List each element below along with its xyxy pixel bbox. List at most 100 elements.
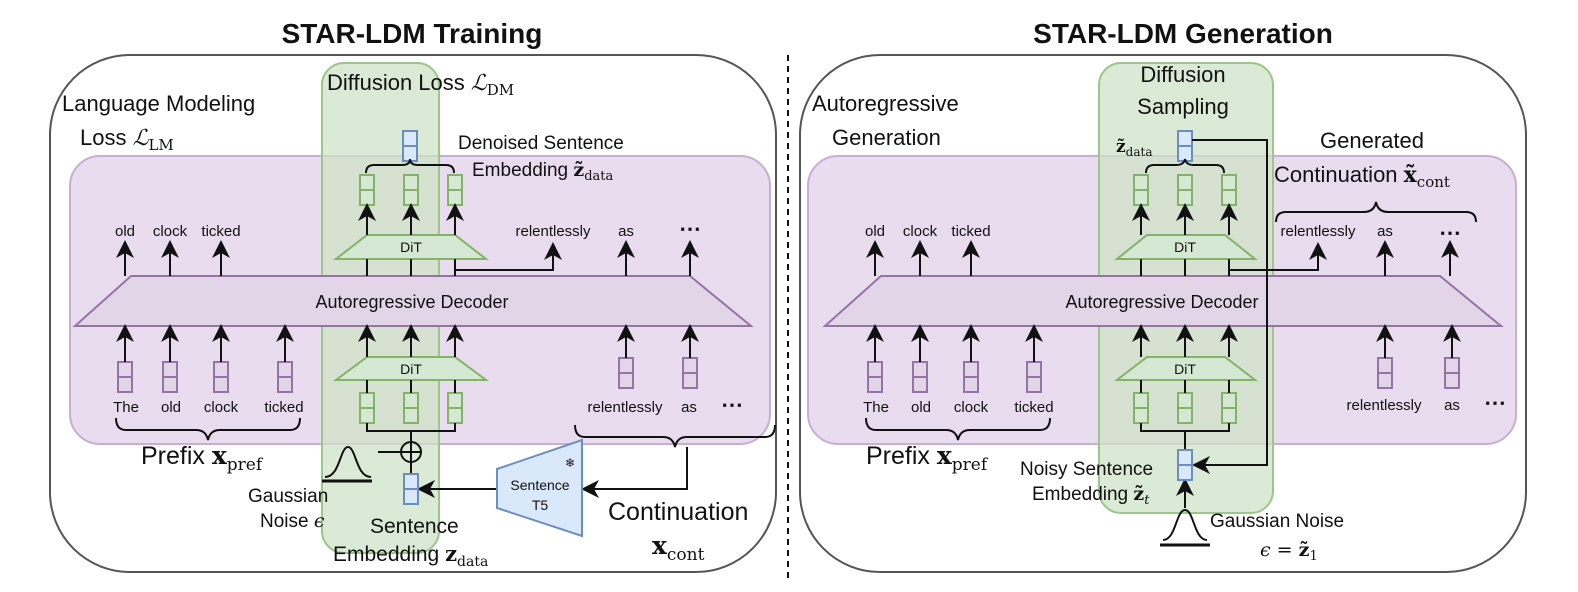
input-token: old [161, 399, 181, 416]
gen-decoder-label: Autoregressive Decoder [1065, 292, 1258, 312]
gen-input-token: The [863, 399, 889, 416]
gen-gaussian-eq: ϵ = z̃1 [1260, 539, 1318, 564]
sentence-t5-encoder [496, 438, 583, 538]
gen-input-token: relentlessly [1346, 397, 1422, 414]
green-latent-box [1221, 392, 1237, 424]
lm-loss-line1: Language Modeling [62, 91, 255, 116]
gen-input-token-ellipsis: ⋯ [1484, 390, 1506, 415]
dit-lower-label: DiT [400, 361, 422, 377]
token-embedding-box [1444, 357, 1460, 389]
sentence-embedding-line1: Sentence [370, 515, 459, 538]
input-token: as [681, 399, 697, 416]
dit-to-token-arrow [455, 242, 562, 271]
generation-connectors [866, 139, 1461, 508]
input-token-ellipsis: ⋯ [721, 392, 743, 417]
gen-dit-upper-label: DiT [1174, 239, 1196, 255]
generation-outer-frame [799, 54, 1527, 573]
zdata-label: z̃data [1116, 137, 1152, 159]
denoised-line2: Embedding z̃data [472, 159, 613, 184]
sampling-line1: Diffusion [1140, 62, 1225, 87]
gen-autoregressive-decoder [822, 275, 1504, 327]
gen-input-token: as [1444, 397, 1460, 414]
diffusion-loss-label: Diffusion Loss ℒDM [327, 70, 514, 99]
token-embedding-box [1377, 357, 1393, 389]
output-token: clock [153, 223, 188, 240]
continuation-brace [574, 424, 776, 448]
encoder-label-line1: Sentence [510, 477, 569, 493]
output-token: old [115, 223, 135, 240]
ar-label-line2: Generation [832, 125, 941, 150]
gen-dit-lower [1114, 356, 1258, 381]
green-latent-box [1177, 392, 1193, 424]
green-latent-box [447, 392, 463, 424]
gen-dit-upper [1114, 234, 1258, 260]
sentence-embedding-line2: Embedding zdata [333, 541, 488, 570]
gaussian-label-line2: Noise ϵ [260, 510, 325, 532]
gen-output-token: as [1377, 223, 1393, 240]
autoregressive-decoder [72, 275, 754, 327]
training-title: STAR-LDM Training [282, 18, 543, 49]
green-latent-box [1177, 174, 1193, 206]
generated-line1: Generated [1320, 128, 1424, 153]
training-outer-frame [49, 54, 777, 573]
generation-panel: STAR-LDM Generation Diffusion Sampling A… [799, 18, 1527, 573]
generated-brace [1275, 201, 1477, 223]
denoised-line1: Denoised Sentence [458, 133, 624, 154]
gen-output-brace [1145, 158, 1225, 174]
token-embedding-box [963, 361, 979, 393]
gaussian-label-line1: Gaussian [248, 486, 328, 507]
output-token-ellipsis: ⋯ [679, 216, 701, 241]
dit-to-token-arrow [1229, 242, 1327, 271]
green-latent-box [403, 174, 419, 206]
lm-loss-line2: Loss ℒLM [80, 125, 174, 154]
continuation-label: Continuation [608, 498, 748, 526]
dit-upper-label: DiT [400, 239, 422, 255]
continuation-symbol: xcont [652, 531, 705, 565]
gen-prefix-label: Prefix xpref [866, 441, 989, 475]
dit-lower [332, 356, 490, 381]
denoised-embedding-box [402, 130, 418, 162]
decoder-label: Autoregressive Decoder [315, 292, 508, 312]
training-panel: STAR-LDM Training Diffusion Loss ℒDM Lan… [49, 18, 777, 573]
green-latent-box [1133, 174, 1149, 206]
gen-gaussian-noise-icon [1162, 508, 1208, 541]
prefix-brace [115, 417, 301, 441]
output-token: as [618, 223, 634, 240]
token-embedding-box [277, 361, 293, 393]
ar-label-line1: Autoregressive [812, 91, 959, 116]
output-token: ticked [201, 223, 240, 240]
green-latent-box [403, 392, 419, 424]
continuation-to-encoder-arrow [581, 447, 688, 498]
token-embedding-box [213, 361, 229, 393]
token-embedding-box [1026, 361, 1042, 393]
input-token: clock [204, 399, 239, 416]
generated-line2: Continuation x̃cont [1274, 162, 1450, 191]
noisy-line2: Embedding z̃t [1032, 483, 1150, 508]
gen-output-token: ticked [951, 223, 990, 240]
green-latent-box [1221, 174, 1237, 206]
encoder-label-line2: T5 [532, 497, 549, 513]
gen-input-token: ticked [1014, 399, 1053, 416]
output-brace [365, 158, 455, 174]
input-token: relentlessly [587, 399, 663, 416]
token-embedding-box [117, 361, 133, 393]
token-embedding-box [912, 361, 928, 393]
prefix-label: Prefix xpref [141, 441, 264, 475]
input-token: ticked [264, 399, 303, 416]
green-latent-box [1133, 392, 1149, 424]
sampling-loop-arrow [1192, 139, 1268, 474]
sampling-line2: Sampling [1137, 94, 1229, 119]
dit-upper [333, 234, 489, 260]
gen-output-token-ellipsis: ⋯ [1439, 220, 1461, 245]
gen-input-token: clock [954, 399, 989, 416]
input-token: The [113, 399, 139, 416]
gen-dit-lower-label: DiT [1174, 361, 1196, 377]
gen-output-token: clock [903, 223, 938, 240]
noisy-line1: Noisy Sentence [1020, 459, 1153, 480]
token-embedding-box [618, 357, 634, 389]
token-embedding-box [867, 361, 883, 393]
gen-gaussian-line1: Gaussian Noise [1210, 511, 1344, 532]
sentence-embedding-box [403, 473, 419, 505]
gen-prefix-brace [865, 417, 1051, 441]
